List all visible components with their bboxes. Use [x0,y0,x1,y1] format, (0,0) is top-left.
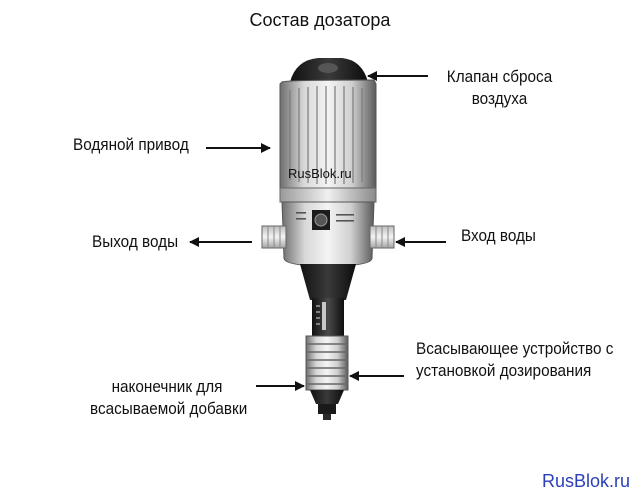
device-watermark: RusBlok.ru [288,166,352,181]
label-suction-device-line1: Всасывающее устройство с [416,339,614,358]
label-water-inlet: Вход воды [461,226,536,245]
label-suction-tip-line2: всасываемой добавки [90,399,248,418]
label-suction-device-line2: установкой дозирования [416,361,592,380]
diagram-title: Состав дозатора [249,10,391,30]
label-air-valve-line2: воздуха [471,89,528,108]
air-release-cap [290,58,368,82]
label-water-drive: Водяной привод [73,135,189,154]
suction-sleeve [305,335,349,391]
label-water-outlet: Выход воды [92,232,179,251]
lower-housing [300,264,356,300]
water-inlet-fitting [369,225,395,249]
suction-nozzle [310,390,344,420]
brand-link[interactable]: RusBlok.ru [541,471,630,491]
label-suction-device: Всасывающее устройство с установкой дози… [416,338,613,382]
water-outlet-fitting [261,225,287,249]
water-drive-housing [279,79,377,195]
pump-body [281,201,375,267]
label-air-valve: Клапан сброса воздуха [441,66,558,110]
dosing-tube [312,298,344,338]
label-air-valve-line1: Клапан сброса [446,67,553,86]
label-suction-tip-line1: наконечник для [111,377,223,396]
housing-ring [279,187,377,203]
label-suction-tip: наконечник для всасываемой добавки [90,376,247,420]
